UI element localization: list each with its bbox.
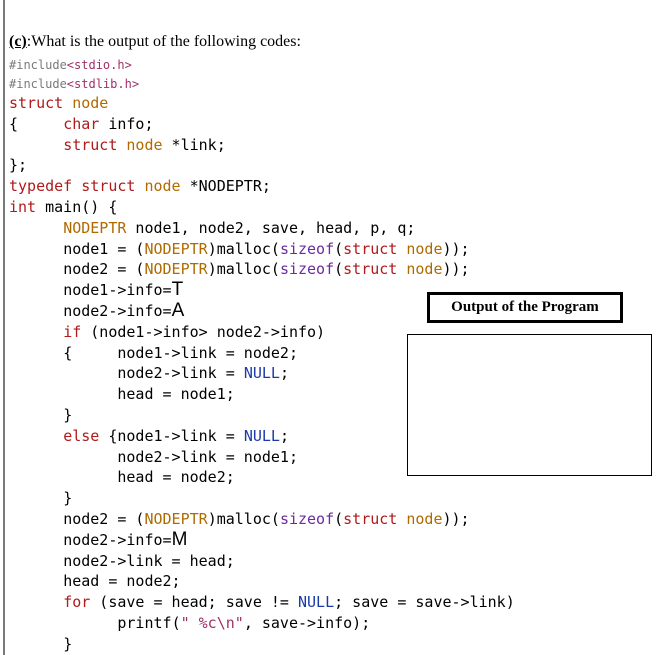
code-line-29: } bbox=[63, 634, 73, 653]
question-text: :What is the output of the following cod… bbox=[26, 33, 301, 50]
code-line-22: } bbox=[63, 489, 73, 508]
handwritten-value-node2: A bbox=[171, 299, 185, 321]
code-line-16: node2->link = NULL; bbox=[117, 364, 289, 383]
code-block: #include<stdio.h> #include<stdlib.h> str… bbox=[9, 56, 515, 655]
handwritten-value-node3: M bbox=[171, 528, 188, 550]
code-line-3: struct node bbox=[9, 94, 109, 112]
code-line-4: { char info; bbox=[9, 114, 154, 133]
code-line-12: node1->info=T bbox=[63, 279, 184, 301]
code-line-20: node2->link = node1; bbox=[117, 447, 298, 466]
code-line-19: else {node1->link = NULL; bbox=[63, 426, 289, 445]
code-line-18: } bbox=[63, 405, 73, 424]
code-line-25: node2->link = head; bbox=[63, 551, 235, 570]
code-line-2: #include<stdlib.h> bbox=[9, 76, 140, 91]
output-label: Output of the Program bbox=[427, 292, 623, 323]
code-line-14: if (node1->info> node2->info) bbox=[63, 322, 326, 341]
code-line-13: node2->info=A bbox=[63, 299, 185, 321]
code-line-10: node1 = (NODEPTR)malloc(sizeof(struct no… bbox=[63, 239, 470, 258]
code-line-15: { node1->link = node2; bbox=[63, 343, 298, 362]
question-heading: (c):What is the output of the following … bbox=[9, 33, 301, 51]
code-line-17: head = node1; bbox=[117, 385, 235, 404]
left-margin-rule bbox=[3, 0, 5, 655]
handwritten-value-node1: T bbox=[171, 279, 184, 301]
code-line-9: NODEPTR node1, node2, save, head, p, q; bbox=[63, 218, 416, 237]
code-line-21: head = node2; bbox=[117, 468, 235, 487]
code-line-26: head = node2; bbox=[63, 572, 181, 591]
code-line-27: for (save = head; save != NULL; save = s… bbox=[63, 593, 515, 612]
code-line-28: printf(" %c\n", save->info); bbox=[117, 613, 371, 632]
code-line-11: node2 = (NODEPTR)malloc(sizeof(struct no… bbox=[63, 260, 470, 279]
output-answer-box[interactable] bbox=[407, 334, 652, 476]
code-line-7: typedef struct node *NODEPTR; bbox=[9, 177, 271, 196]
code-line-23: node2 = (NODEPTR)malloc(sizeof(struct no… bbox=[63, 509, 470, 528]
code-line-6: }; bbox=[9, 156, 28, 175]
code-line-24: node2->info=M bbox=[63, 528, 188, 550]
code-line-5: struct node *link; bbox=[63, 135, 226, 154]
code-line-1: #include<stdio.h> bbox=[9, 58, 132, 72]
code-line-8: int main() { bbox=[9, 197, 118, 216]
question-id: (c) bbox=[9, 33, 27, 50]
